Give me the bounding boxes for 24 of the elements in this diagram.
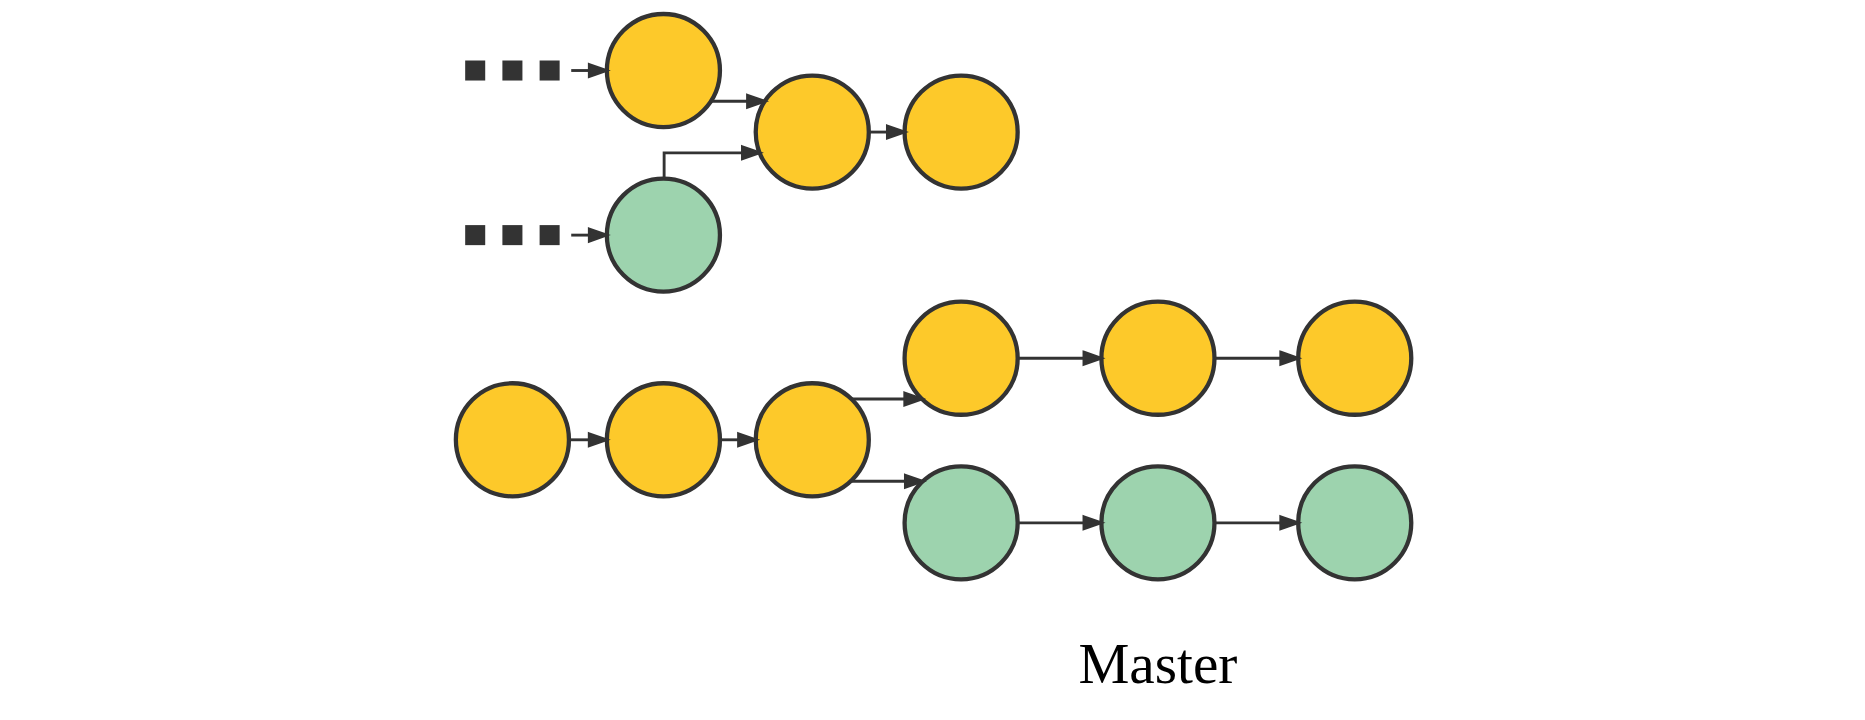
node-circle	[1296, 299, 1414, 417]
arrow	[720, 431, 761, 448]
node-circle	[753, 73, 871, 191]
label: Master	[1078, 632, 1238, 696]
node-circle	[453, 381, 572, 499]
node-circle	[902, 73, 1020, 191]
arrow	[851, 473, 927, 490]
node-circle	[604, 381, 723, 499]
arrow	[1214, 514, 1303, 531]
arrow	[1018, 514, 1106, 531]
arrow	[868, 124, 909, 141]
arrow	[1214, 350, 1303, 367]
node-circle	[1099, 299, 1217, 417]
node-circle	[604, 176, 723, 294]
arrow	[571, 62, 611, 79]
node-circle	[1296, 464, 1414, 582]
arrow	[851, 390, 927, 408]
arrow	[1018, 350, 1106, 367]
node-circle	[604, 11, 723, 130]
arrow	[569, 431, 611, 448]
arrow	[571, 227, 611, 244]
node-circle	[753, 381, 871, 499]
arrow	[710, 93, 770, 110]
node-circle	[1099, 464, 1217, 582]
